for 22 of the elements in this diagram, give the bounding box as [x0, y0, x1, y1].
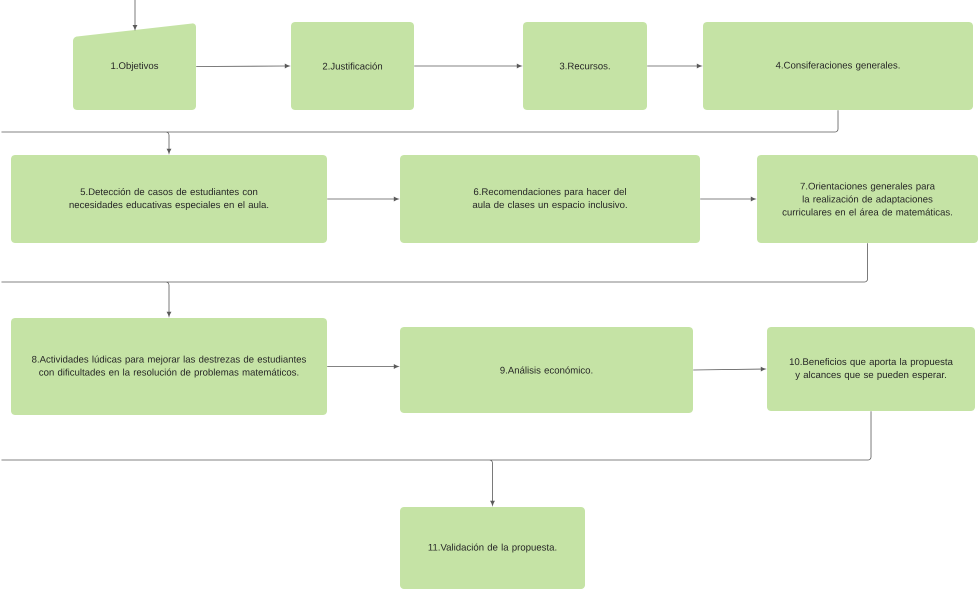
process-box: 11.Validación de la propuesta. — [400, 507, 585, 589]
process-box: 7.Orientaciones generales para la realización de adaptaciones curriculares en el área de matemáticas. — [757, 155, 978, 243]
arrow — [414, 64, 522, 68]
arrow — [646, 64, 702, 68]
process-box: 3.Recursos. — [523, 22, 647, 110]
process-box: 10.Beneficios que aporta la propuesta y alcances que se pueden esperar. — [767, 327, 976, 411]
arrow — [132, 0, 138, 30]
arrow — [700, 196, 756, 202]
process-box: 2.Justificación — [291, 22, 414, 110]
arrow — [326, 196, 399, 202]
arrow — [1, 242, 868, 317]
process-box: 8.Actividades lúdicas para mejorar las destrezas de estudiantes con dificultades en la resolución de problemas matemáticos. — [11, 318, 327, 415]
arrow — [1, 410, 872, 506]
process-box: 9.Análisis económico. — [400, 327, 693, 413]
process-box: 5.Detección de casos de estudiantes con necesidades educativas especiales en el aula. — [11, 155, 327, 243]
process-box: 4.Consiferaciones generales. — [703, 22, 974, 110]
process-box: 1.Objetivos — [73, 23, 196, 110]
arrow — [692, 366, 766, 372]
process-box: 6.Recomendaciones para hacer del aula de clases un espacio inclusivo. — [400, 155, 700, 243]
arrow — [196, 64, 290, 68]
arrow — [326, 364, 399, 369]
arrow — [1, 110, 838, 154]
